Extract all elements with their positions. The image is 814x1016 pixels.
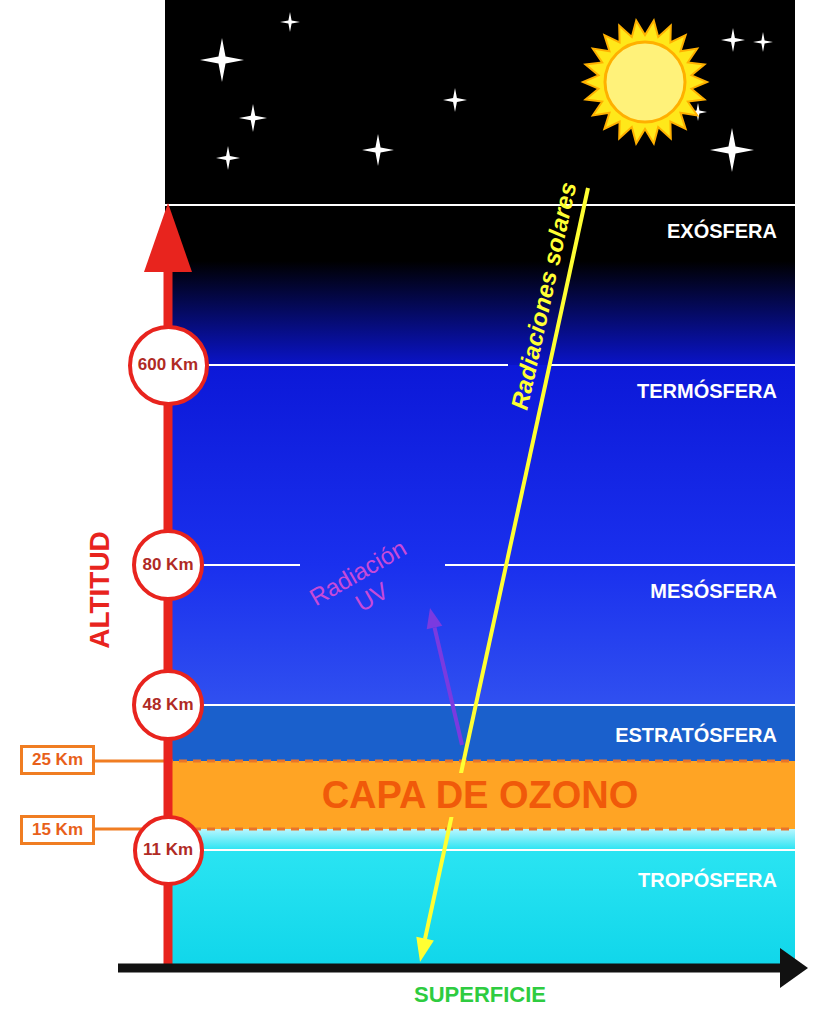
thermosphere-band: TERMÓSFERA [165, 365, 795, 565]
dashed-border [165, 828, 795, 831]
sun-disc [605, 42, 685, 122]
altitude-value: 25 Km [32, 750, 83, 770]
star [753, 32, 773, 52]
altitude-circle: 11 Km [133, 815, 204, 886]
axis-line [118, 964, 784, 973]
layer-name: EXÓSFERA [667, 219, 795, 243]
axis-label: SUPERFICIE [414, 982, 546, 1007]
ray-line [425, 188, 588, 939]
layer-boundaries [165, 205, 795, 850]
star [216, 146, 240, 170]
layer-name: CAPA DE OZONO [316, 773, 645, 817]
uv-ray [427, 608, 462, 745]
sun [583, 21, 707, 144]
star [362, 134, 394, 166]
axis-arrowhead [780, 948, 808, 988]
solar-ray [416, 188, 588, 962]
altitude-circle: 600 Km [128, 325, 209, 406]
boundary-line [165, 204, 795, 206]
ozone-band: CAPA DE OZONO [165, 761, 795, 829]
boundary-line [165, 849, 795, 851]
leader-line [95, 828, 165, 831]
altitude-box: 25 Km [20, 745, 95, 775]
boundary-line [165, 364, 508, 366]
altitude-value: 600 Km [138, 355, 198, 375]
uv-line [435, 628, 463, 746]
axis-label: ALTITUD [84, 531, 116, 649]
ozone-borders [165, 761, 795, 829]
star [200, 38, 244, 82]
axis-line [164, 268, 173, 968]
altitude-value: 80 Km [142, 555, 193, 575]
axis-arrowhead [144, 203, 192, 272]
ray-arrowhead [416, 937, 434, 962]
exosphere-band: EXÓSFERA [165, 205, 795, 365]
altitude-circle: 80 Km [132, 529, 204, 601]
layer-name: MESÓSFERA [650, 579, 795, 603]
star [721, 28, 745, 52]
layer-name: TERMÓSFERA [637, 379, 795, 403]
star [443, 88, 467, 112]
altitude-box: 15 Km [20, 815, 95, 845]
sun-rays [583, 21, 707, 144]
night-sky [165, 0, 795, 205]
altitude-value: 11 Km [143, 840, 193, 860]
altitude-axis [144, 203, 192, 968]
boundary-line [548, 364, 795, 366]
star [280, 12, 300, 32]
boundary-line [165, 704, 795, 706]
altitude-circle: 48 Km [132, 669, 204, 741]
boundary-line [445, 564, 795, 566]
layer-name: ESTRATÓSFERA [615, 723, 795, 747]
boundary-line [165, 564, 300, 566]
star [710, 128, 754, 172]
star [239, 104, 267, 132]
dashed-border [165, 760, 795, 763]
stratosphere-band: ESTRATÓSFERA [165, 705, 795, 761]
altitude-value: 15 Km [32, 820, 83, 840]
uv-arrowhead [427, 608, 443, 629]
stars [200, 12, 773, 172]
altitude-value: 48 Km [142, 695, 193, 715]
leader-line [95, 760, 165, 763]
layer-name: TROPÓSFERA [638, 868, 795, 892]
